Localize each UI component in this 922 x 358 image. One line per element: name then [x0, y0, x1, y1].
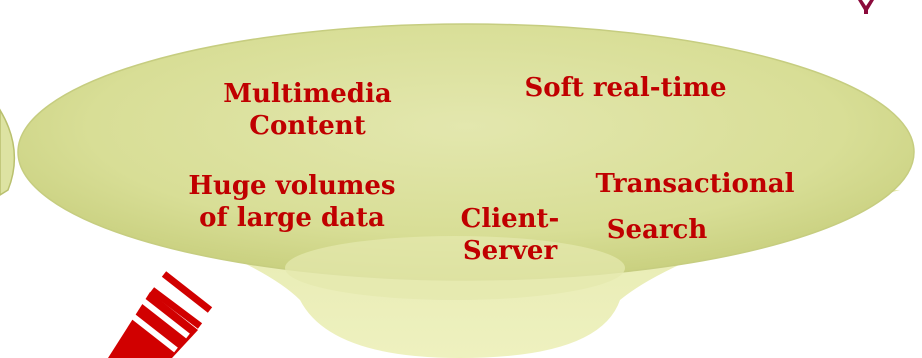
label-line: Server	[462, 236, 558, 266]
label-transactional: Transactional	[575, 168, 815, 200]
funnel-spout	[285, 236, 625, 300]
label-multimedia-content: Multimedia Content	[205, 78, 410, 142]
label-client-server: Client- Server	[445, 203, 575, 267]
label-search: Search	[597, 214, 717, 246]
title-fragment	[858, 0, 874, 14]
label-line: Multimedia	[223, 79, 392, 109]
label-soft-real-time: Soft real-time	[508, 72, 743, 104]
label-line: Content	[249, 111, 366, 141]
striped-arrow	[108, 271, 213, 358]
label-line: Search	[606, 215, 708, 245]
label-huge-volumes: Huge volumes of large data	[178, 170, 406, 234]
adjacent-shape-edge	[0, 108, 16, 196]
label-line: of large data	[199, 203, 385, 233]
label-line: Soft real-time	[524, 73, 727, 103]
label-line: Huge volumes	[188, 171, 396, 201]
label-line: Client-	[460, 204, 560, 234]
label-line: Transactional	[595, 169, 795, 199]
